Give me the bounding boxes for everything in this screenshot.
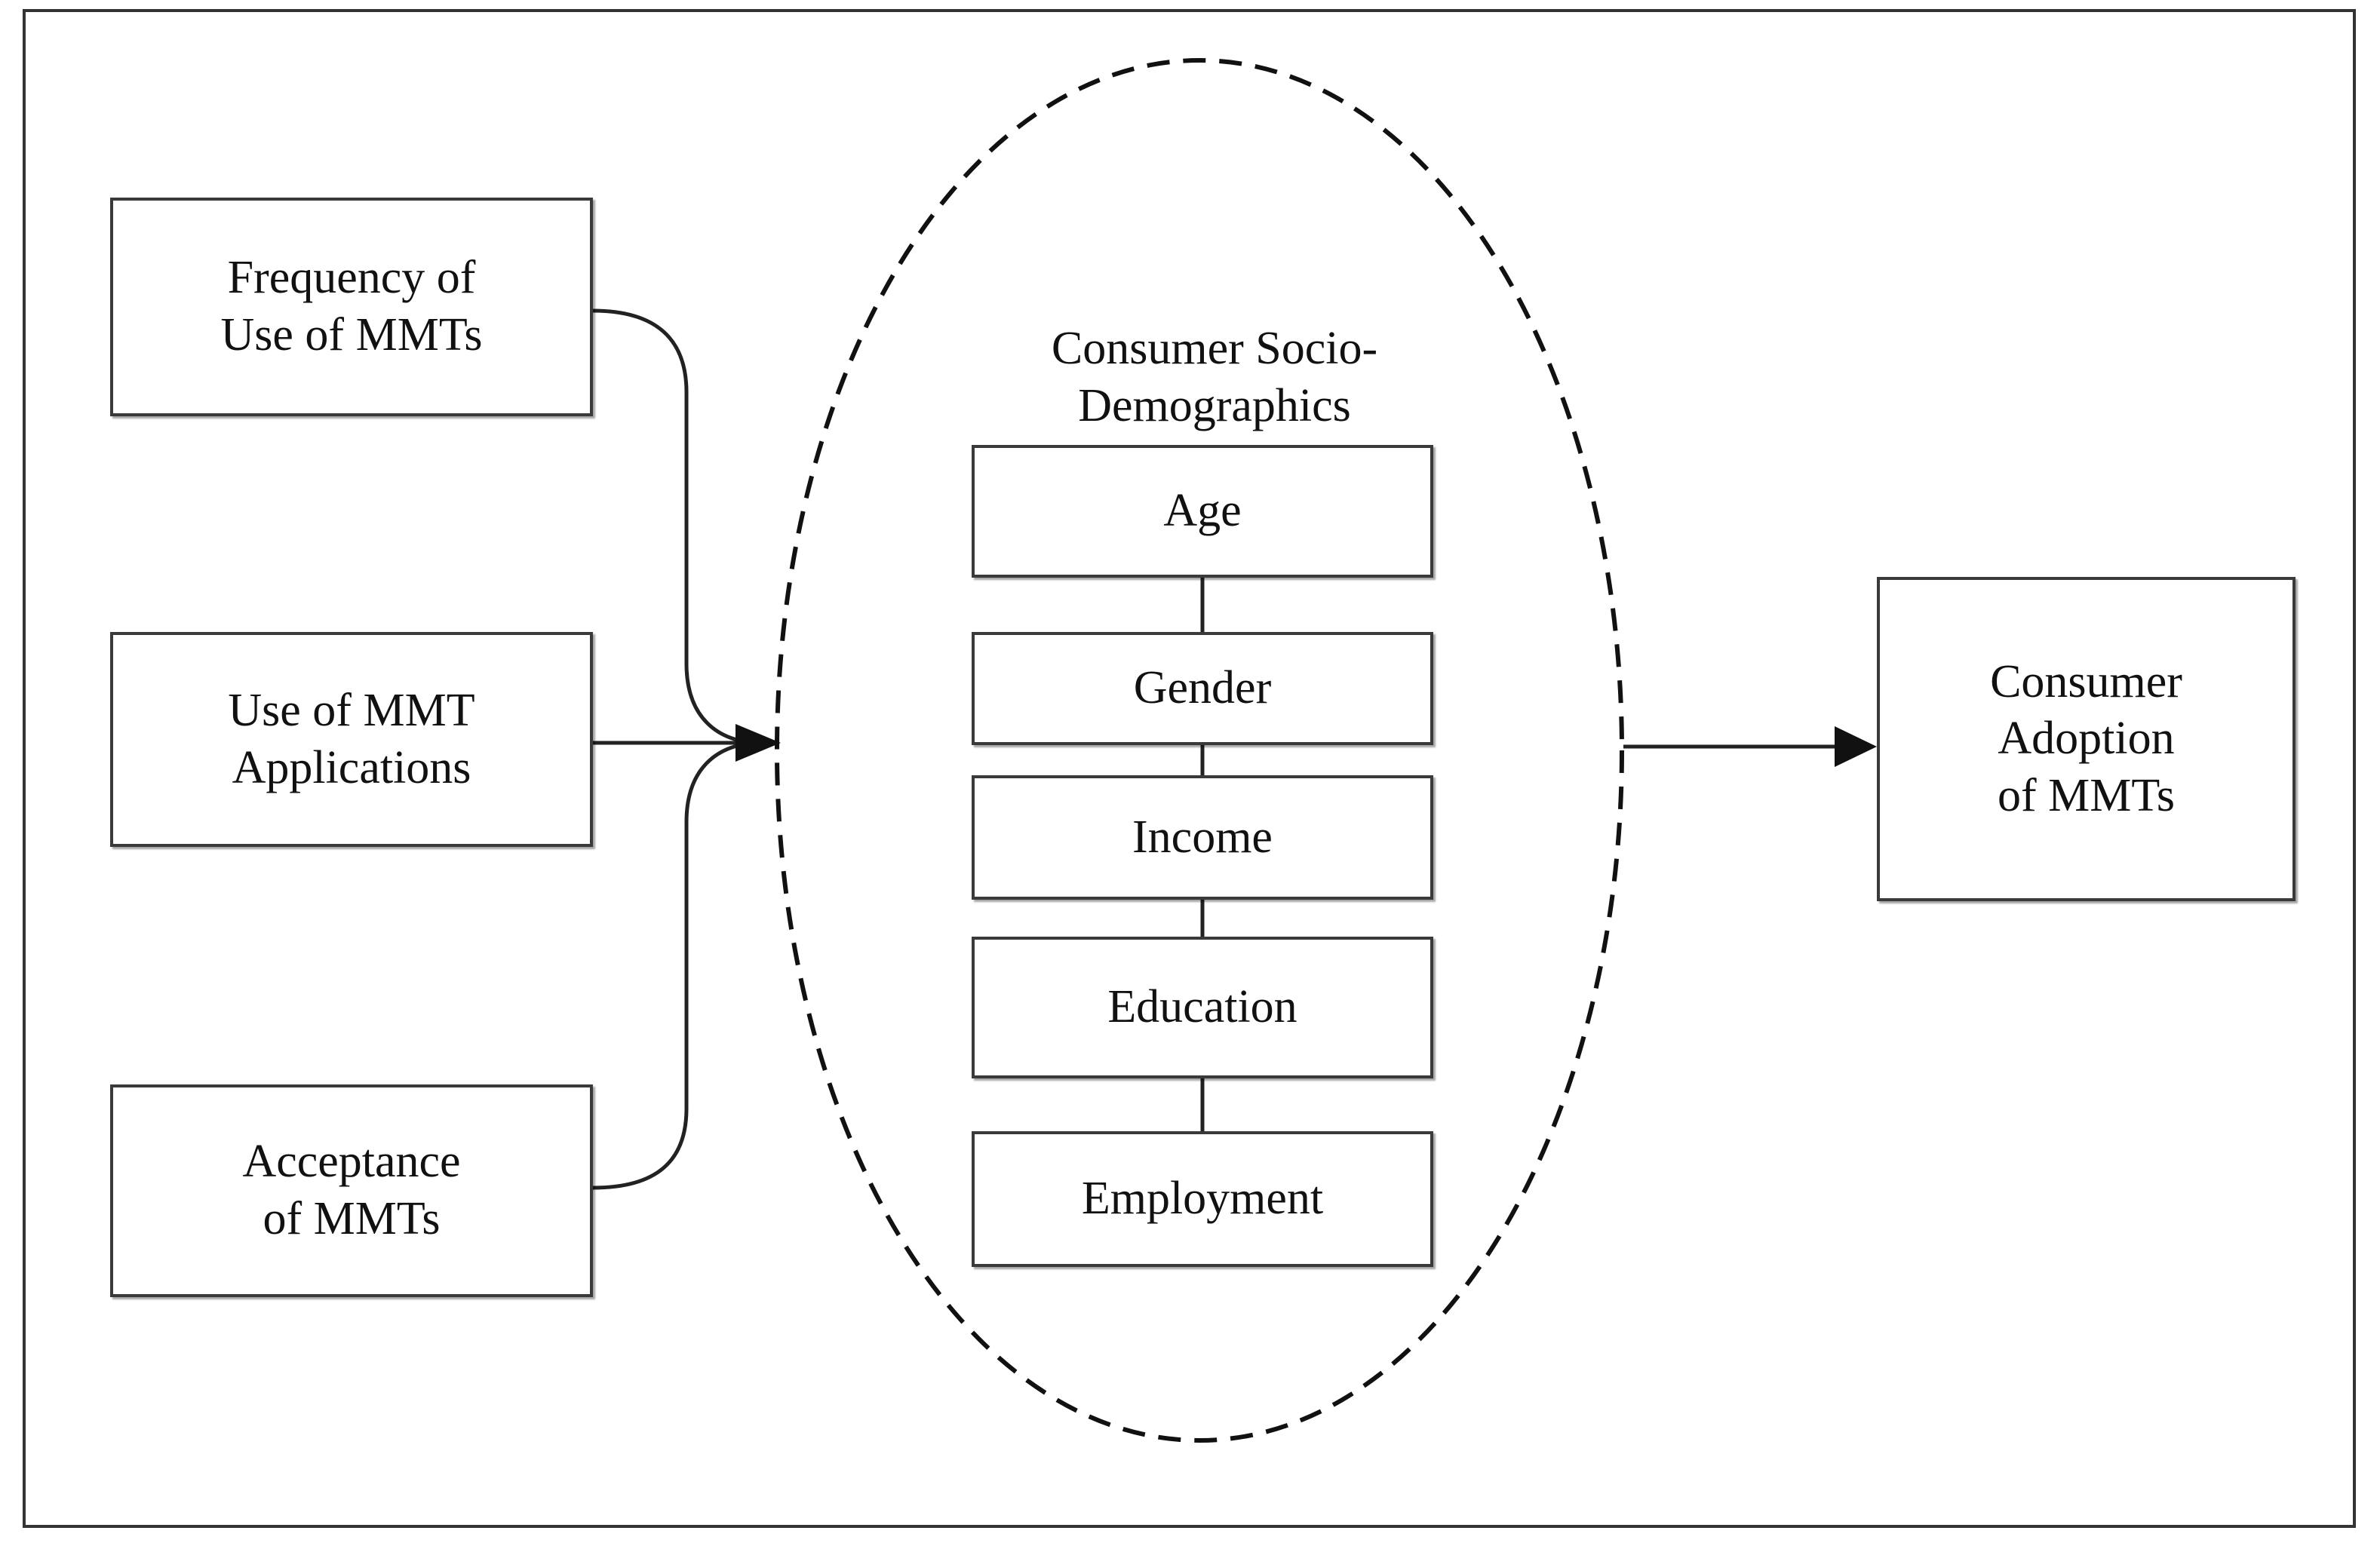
moderator-title: Consumer Socio- Demographics [1026, 321, 1403, 434]
outcome-line-1: Consumer [1990, 655, 2182, 707]
demographic-employment-label: Employment [1081, 1173, 1324, 1225]
input-acceptance-line-1: Acceptance [242, 1136, 461, 1188]
moderator-title-line-1: Consumer Socio- [1051, 323, 1378, 374]
connector-frequency [592, 308, 763, 745]
arrowhead-into-outcome [1835, 726, 1877, 767]
input-frequency-box: Frequency of Use of MMTs [110, 198, 593, 416]
demographic-employment-box: Employment [972, 1131, 1433, 1267]
input-applications-box: Use of MMT Applications [110, 632, 593, 847]
demographic-income-box: Income [972, 775, 1433, 900]
demographic-age-label: Age [1163, 485, 1242, 537]
moderator-ellipse [775, 58, 1624, 1443]
moderator-title-line-2: Demographics [1078, 379, 1351, 431]
input-applications-line-2: Applications [232, 741, 471, 793]
connector-acceptance [592, 741, 763, 1190]
outer-frame [23, 9, 2356, 1528]
demographic-education-label: Education [1107, 981, 1297, 1033]
input-frequency-line-2: Use of MMTs [220, 309, 483, 360]
input-acceptance-box: Acceptance of MMTs [110, 1084, 593, 1297]
input-applications-line-1: Use of MMT [228, 684, 475, 736]
demographic-age-box: Age [972, 445, 1433, 578]
input-frequency-line-1: Frequency of [227, 252, 476, 304]
input-acceptance-line-2: of MMTs [263, 1193, 441, 1244]
outcome-line-2: Adoption [1998, 713, 2175, 765]
outcome-line-3: of MMTs [1997, 769, 2176, 821]
demographic-education-box: Education [972, 937, 1433, 1078]
outcome-box: Consumer Adoption of MMTs [1877, 577, 2296, 901]
demographic-gender-label: Gender [1133, 662, 1272, 714]
demographic-gender-box: Gender [972, 632, 1433, 745]
arrowhead-into-ellipse [735, 724, 781, 762]
demographic-income-label: Income [1132, 811, 1273, 863]
